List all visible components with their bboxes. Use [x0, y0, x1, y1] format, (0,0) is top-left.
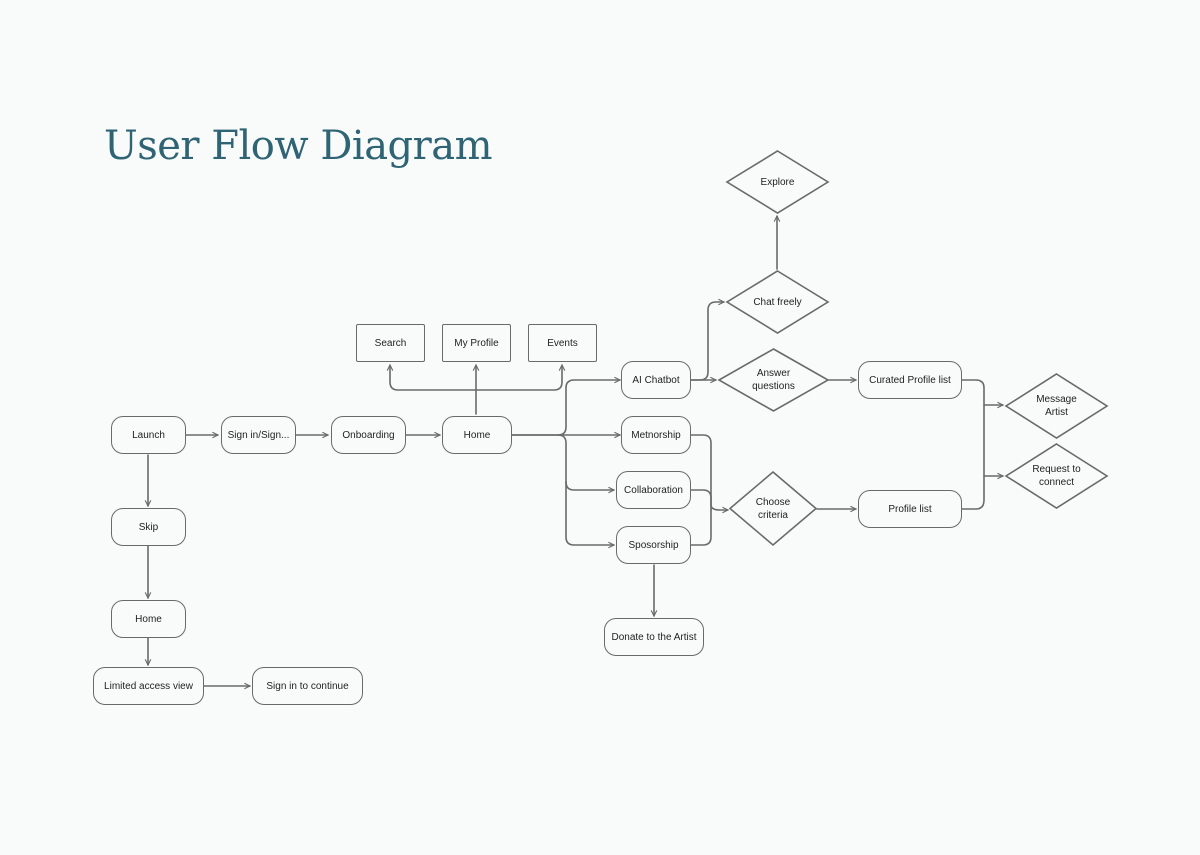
node-request-to-connect: Request to connect	[1004, 443, 1109, 509]
node-search: Search	[356, 324, 425, 362]
node-collaboration: Collaboration	[616, 471, 691, 509]
node-donate-to-artist: Donate to the Artist	[604, 618, 704, 656]
edge-sponsorship-criteria	[690, 509, 712, 546]
edge-ai-chatbot-chat-freely	[690, 302, 725, 381]
diamond-shape	[725, 270, 830, 334]
node-home: Home	[442, 416, 512, 454]
edge-home-ai-chatbot	[511, 380, 621, 436]
node-mentorship: Metnorship	[621, 416, 691, 454]
node-limited-access-view: Limited access view	[93, 667, 204, 705]
node-onboarding: Onboarding	[331, 416, 406, 454]
diamond-shape	[1004, 443, 1109, 509]
node-answer-questions: Answer questions	[717, 348, 830, 412]
node-explore: Explore	[725, 150, 830, 214]
edge-curated-merge	[961, 379, 985, 510]
edge-mentorship-criteria	[690, 434, 729, 510]
node-profile-list: Profile list	[858, 490, 962, 528]
node-message-artist: Message Artist	[1004, 373, 1109, 439]
node-chat-freely: Chat freely	[725, 270, 830, 334]
diamond-shape	[717, 348, 830, 412]
diamond-shape	[728, 470, 818, 547]
node-my-profile: My Profile	[442, 324, 511, 362]
node-choose-criteria: Choose criteria	[728, 470, 818, 547]
edge-collaboration-criteria	[690, 489, 712, 511]
node-launch: Launch	[111, 416, 186, 454]
node-sign-in-up: Sign in/Sign...	[221, 416, 296, 454]
edge-home-search	[390, 364, 477, 391]
node-ai-chatbot: AI Chatbot	[621, 361, 691, 399]
page-title: User Flow Diagram	[104, 123, 493, 169]
diamond-shape	[1004, 373, 1109, 439]
diamond-shape	[725, 150, 830, 214]
node-skip: Skip	[111, 508, 186, 546]
edge-home-sponsorship	[565, 481, 615, 545]
node-events: Events	[528, 324, 597, 362]
node-sponsorship: Sposorship	[616, 526, 691, 564]
node-curated-profile-list: Curated Profile list	[858, 361, 962, 399]
node-home-limited: Home	[111, 600, 186, 638]
node-sign-in-to-continue: Sign in to continue	[252, 667, 363, 705]
edge-home-events	[475, 364, 562, 391]
